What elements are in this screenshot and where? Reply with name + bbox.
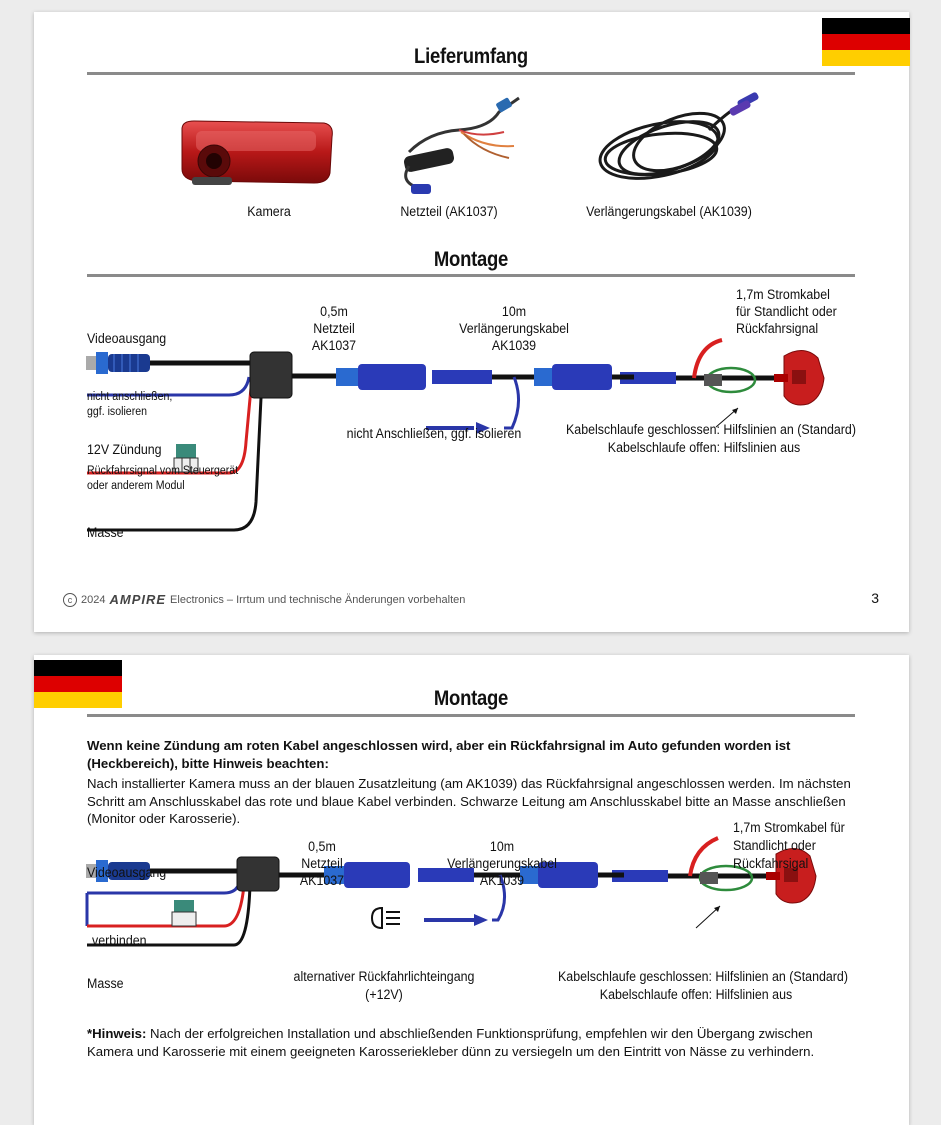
label-power-cable-p2: 1,7m Stromkabel für bbox=[733, 820, 845, 835]
headlight-icon bbox=[370, 906, 400, 930]
fuse-icon bbox=[173, 444, 199, 473]
label-alt-input: alternativer Rückfahrlichteingang bbox=[293, 969, 475, 984]
arrow-right-icon bbox=[476, 422, 490, 434]
camera-image bbox=[181, 120, 333, 185]
blue-extension-wire bbox=[492, 874, 506, 922]
section-heading-mount: Montage bbox=[433, 248, 509, 271]
label-ext-name: Verlängerungskabel bbox=[459, 321, 569, 336]
label-power-cable-2: für Standlicht oder bbox=[736, 304, 837, 319]
connector-ext bbox=[520, 862, 668, 888]
label-loop-open-2: Kabelschlaufe offen: Hilfslinien aus bbox=[599, 987, 793, 1002]
label-psu-length-2: 0,5m bbox=[308, 839, 336, 854]
hint-note: *Hinweis: Nach der erfolgreichen Install… bbox=[87, 1025, 857, 1061]
extension-cable-caption: Verlängerungskabel (AK1039) bbox=[586, 204, 752, 219]
manual-page-4: Montage Wenn keine Zündung am roten Kabe… bbox=[34, 655, 909, 1125]
power-supply-caption: Netzteil (AK1037) bbox=[400, 204, 498, 219]
power-module bbox=[236, 856, 280, 892]
label-not-connect-mid: nicht Anschließen, ggf. isolieren bbox=[346, 426, 522, 441]
label-loop-open: Kabelschlaufe offen: Hilfslinien aus bbox=[607, 440, 801, 455]
german-flag-icon bbox=[34, 660, 122, 708]
label-ext-code-2: AK1039 bbox=[479, 873, 525, 888]
arrow-right-icon bbox=[474, 914, 488, 926]
red-wire bbox=[87, 884, 246, 928]
camera-icon bbox=[774, 350, 825, 406]
label-not-connect-left: nicht anschließen, bbox=[87, 391, 173, 403]
label-ext-name-2: Verlängerungskabel bbox=[447, 856, 557, 871]
ground-wire bbox=[87, 376, 264, 532]
brand-logo: AMPIRE bbox=[109, 592, 167, 607]
heading-rule-3 bbox=[87, 714, 855, 717]
label-psu-code-2: AK1037 bbox=[299, 873, 345, 888]
label-ext-length: 10m bbox=[501, 304, 527, 319]
connector-psu bbox=[336, 364, 492, 390]
blue-extension-wire bbox=[504, 376, 520, 430]
footer-year: 2024 bbox=[81, 593, 106, 606]
red-wire bbox=[87, 376, 254, 475]
label-power-cable-p2-2: Standlicht oder bbox=[733, 838, 816, 853]
label-video-out-2: Videoausgang bbox=[87, 865, 167, 880]
rca-plug bbox=[86, 860, 150, 882]
power-supply-image bbox=[403, 96, 520, 194]
label-power-cable-3: Rückfahrsignal bbox=[736, 321, 819, 336]
camera-icon bbox=[766, 848, 817, 904]
manual-page-3: Lieferumfang Kamera Netzteil (AK1037) bbox=[34, 12, 910, 632]
ground-wire bbox=[87, 884, 252, 947]
label-ext-length-2: 10m bbox=[489, 839, 515, 854]
label-loop-closed: Kabelschlaufe geschlossen: Hilfslinien a… bbox=[566, 422, 856, 437]
connector-ext bbox=[534, 364, 676, 390]
warning-text: Wenn keine Zündung am roten Kabel angesc… bbox=[87, 738, 791, 771]
label-connect: verbinden bbox=[92, 933, 147, 948]
label-psu-name-2: Netzteil bbox=[301, 856, 343, 871]
instructions-text: Nach installierter Kamera muss an der bl… bbox=[87, 776, 851, 826]
heading-rule bbox=[87, 72, 855, 75]
label-ground-2: Masse bbox=[87, 976, 124, 991]
label-ground: Masse bbox=[87, 525, 124, 540]
extension-cable-image bbox=[598, 92, 759, 180]
footer-text: Electronics – Irrtum und technische Ände… bbox=[170, 593, 466, 606]
label-ignition: 12V Zündung bbox=[87, 442, 162, 457]
wiring-diagram-2 bbox=[85, 836, 817, 947]
copyright-icon: c bbox=[63, 592, 77, 607]
section-heading-mount-2: Montage bbox=[433, 687, 509, 710]
camera-caption: Kamera bbox=[247, 204, 291, 219]
connector-psu bbox=[324, 862, 474, 888]
label-reverse-signal: Rückfahrsignal vom Steuergerät bbox=[87, 465, 239, 477]
label-not-connect-left-2: ggf. isolieren bbox=[87, 406, 148, 418]
label-reverse-signal-2: oder anderem Modul bbox=[87, 480, 185, 492]
label-power-cable: 1,7m Stromkabel bbox=[736, 287, 830, 302]
blue-wire bbox=[87, 879, 242, 895]
label-psu-code: AK1037 bbox=[311, 338, 357, 353]
hint-text: Nach der erfolgreichen Installation und … bbox=[87, 1026, 815, 1059]
label-loop-closed-2: Kabelschlaufe geschlossen: Hilfslinien a… bbox=[558, 969, 848, 984]
power-module bbox=[249, 351, 293, 399]
page-number: 3 bbox=[871, 590, 879, 606]
label-psu-length: 0,5m bbox=[320, 304, 348, 319]
german-flag-icon bbox=[822, 18, 910, 66]
wiring-diagram-1 bbox=[86, 338, 825, 532]
blue-wire bbox=[87, 376, 251, 397]
hint-label: *Hinweis: bbox=[87, 1026, 147, 1041]
heading-rule-2 bbox=[87, 274, 855, 277]
label-alt-input-2: (+12V) bbox=[365, 987, 403, 1002]
label-psu-name: Netzteil bbox=[313, 321, 355, 336]
section-heading-scope: Lieferumfang bbox=[414, 45, 528, 68]
label-power-cable-p2-3: Rückfahrsigal bbox=[733, 856, 809, 871]
fuse-icon bbox=[171, 900, 197, 927]
label-video-out: Videoausgang bbox=[87, 331, 167, 346]
rca-plug bbox=[86, 352, 150, 374]
label-ext-code: AK1039 bbox=[491, 338, 537, 353]
page-footer: c 2024 AMPIRE Electronics – Irrtum und t… bbox=[63, 592, 465, 607]
